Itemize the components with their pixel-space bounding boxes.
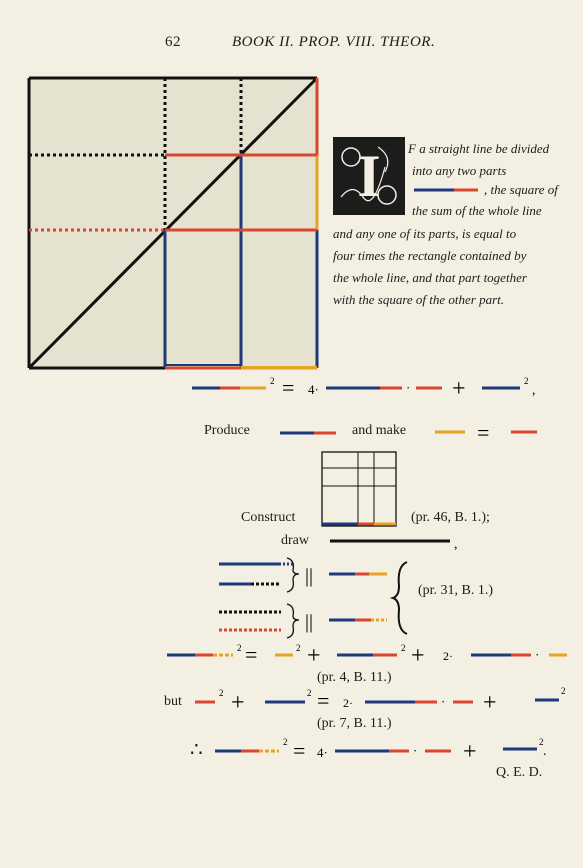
prop-line-8: with the square of the other part. [333, 292, 505, 307]
svg-text:2: 2 [561, 686, 566, 696]
svg-text:2·: 2· [443, 649, 453, 663]
parallels-reference: (pr. 31, B. 1.) [418, 583, 494, 598]
prop-line-7: the whole line, and that part together [333, 270, 527, 285]
diagonal [27, 76, 319, 370]
svg-text:+: + [307, 643, 321, 669]
svg-text:=: = [317, 688, 329, 712]
svg-text:2: 2 [401, 643, 406, 653]
svg-text:=: = [477, 420, 489, 442]
construct-figure [321, 451, 397, 527]
svg-text:,: , [454, 537, 458, 551]
draw-label: draw [281, 533, 309, 548]
produce-label: Produce [204, 423, 250, 438]
therefore-symbol: ∴ [190, 739, 203, 761]
floral-ornament-icon [340, 146, 397, 205]
svg-text:.: . [543, 744, 547, 759]
prop-line-1: F a straight line be divided [408, 141, 550, 156]
qed-label: Q. E. D. [496, 765, 543, 780]
svg-text:2: 2 [307, 688, 312, 698]
svg-text:2: 2 [270, 376, 275, 386]
equation-pr7: 2 + 2 = 2· · + 2 [195, 686, 566, 712]
svg-text:2: 2 [237, 643, 242, 653]
svg-text:=: = [282, 376, 294, 400]
reference-pr4: (pr. 4, B. 11.) [317, 670, 392, 685]
prop-line-4: the sum of the whole line [412, 203, 542, 218]
but-label: but [164, 694, 182, 709]
svg-text:+: + [483, 690, 497, 712]
equation-conclusion: 2 = 4· · + 2 . [215, 737, 547, 763]
page-number: 62 [165, 34, 181, 50]
svg-text:||: || [305, 565, 313, 587]
svg-text:2: 2 [524, 376, 529, 386]
svg-text:+: + [411, 643, 425, 669]
svg-text:+: + [463, 739, 477, 763]
and-make-label: and make [352, 423, 407, 438]
initial-letter: I [357, 143, 381, 209]
svg-text:4·: 4· [308, 382, 319, 397]
prop-inline-line [414, 188, 478, 192]
svg-text:2·: 2· [343, 696, 353, 710]
svg-text:·: · [535, 647, 539, 662]
make-equal-lines: = [435, 420, 537, 442]
main-figure [27, 76, 319, 370]
construct-reference: (pr. 46, B. 1.); [411, 510, 490, 525]
svg-text:2: 2 [539, 737, 544, 747]
svg-text:||: || [305, 611, 313, 633]
prop-line-2: into any two parts [412, 163, 507, 178]
svg-text:,: , [532, 383, 536, 398]
equation-statement: 2 = 4· · + 2 , [192, 376, 536, 402]
svg-text:·: · [441, 694, 445, 709]
page-title: BOOK II. PROP. VIII. THEOR. [232, 34, 436, 50]
reference-pr7: (pr. 7, B. 11.) [317, 716, 392, 731]
equation-pr4: 2 = 2 + 2 + 2· · [167, 643, 567, 669]
parallels-group: || || [219, 557, 408, 639]
svg-text:=: = [293, 738, 305, 763]
svg-text:2: 2 [219, 688, 224, 698]
initial-block: I [333, 137, 405, 215]
svg-text:2: 2 [283, 737, 288, 747]
svg-text:+: + [231, 690, 245, 712]
prop-line-6: four times the rectangle contained by [333, 248, 527, 263]
prop-line-5: and any one of its parts, is equal to [333, 226, 517, 241]
page-header: 62 BOOK II. PROP. VIII. THEOR. [0, 34, 583, 54]
svg-text:=: = [245, 643, 257, 667]
svg-text:4·: 4· [317, 745, 328, 760]
produce-line [280, 431, 336, 435]
svg-text:2: 2 [296, 643, 301, 653]
svg-text:·: · [413, 743, 417, 758]
svg-text:·: · [406, 380, 410, 395]
svg-text:+: + [452, 376, 466, 402]
construct-label: Construct [241, 510, 296, 525]
draw-line: , [330, 537, 458, 551]
prop-line-3: , the square of [484, 182, 558, 197]
